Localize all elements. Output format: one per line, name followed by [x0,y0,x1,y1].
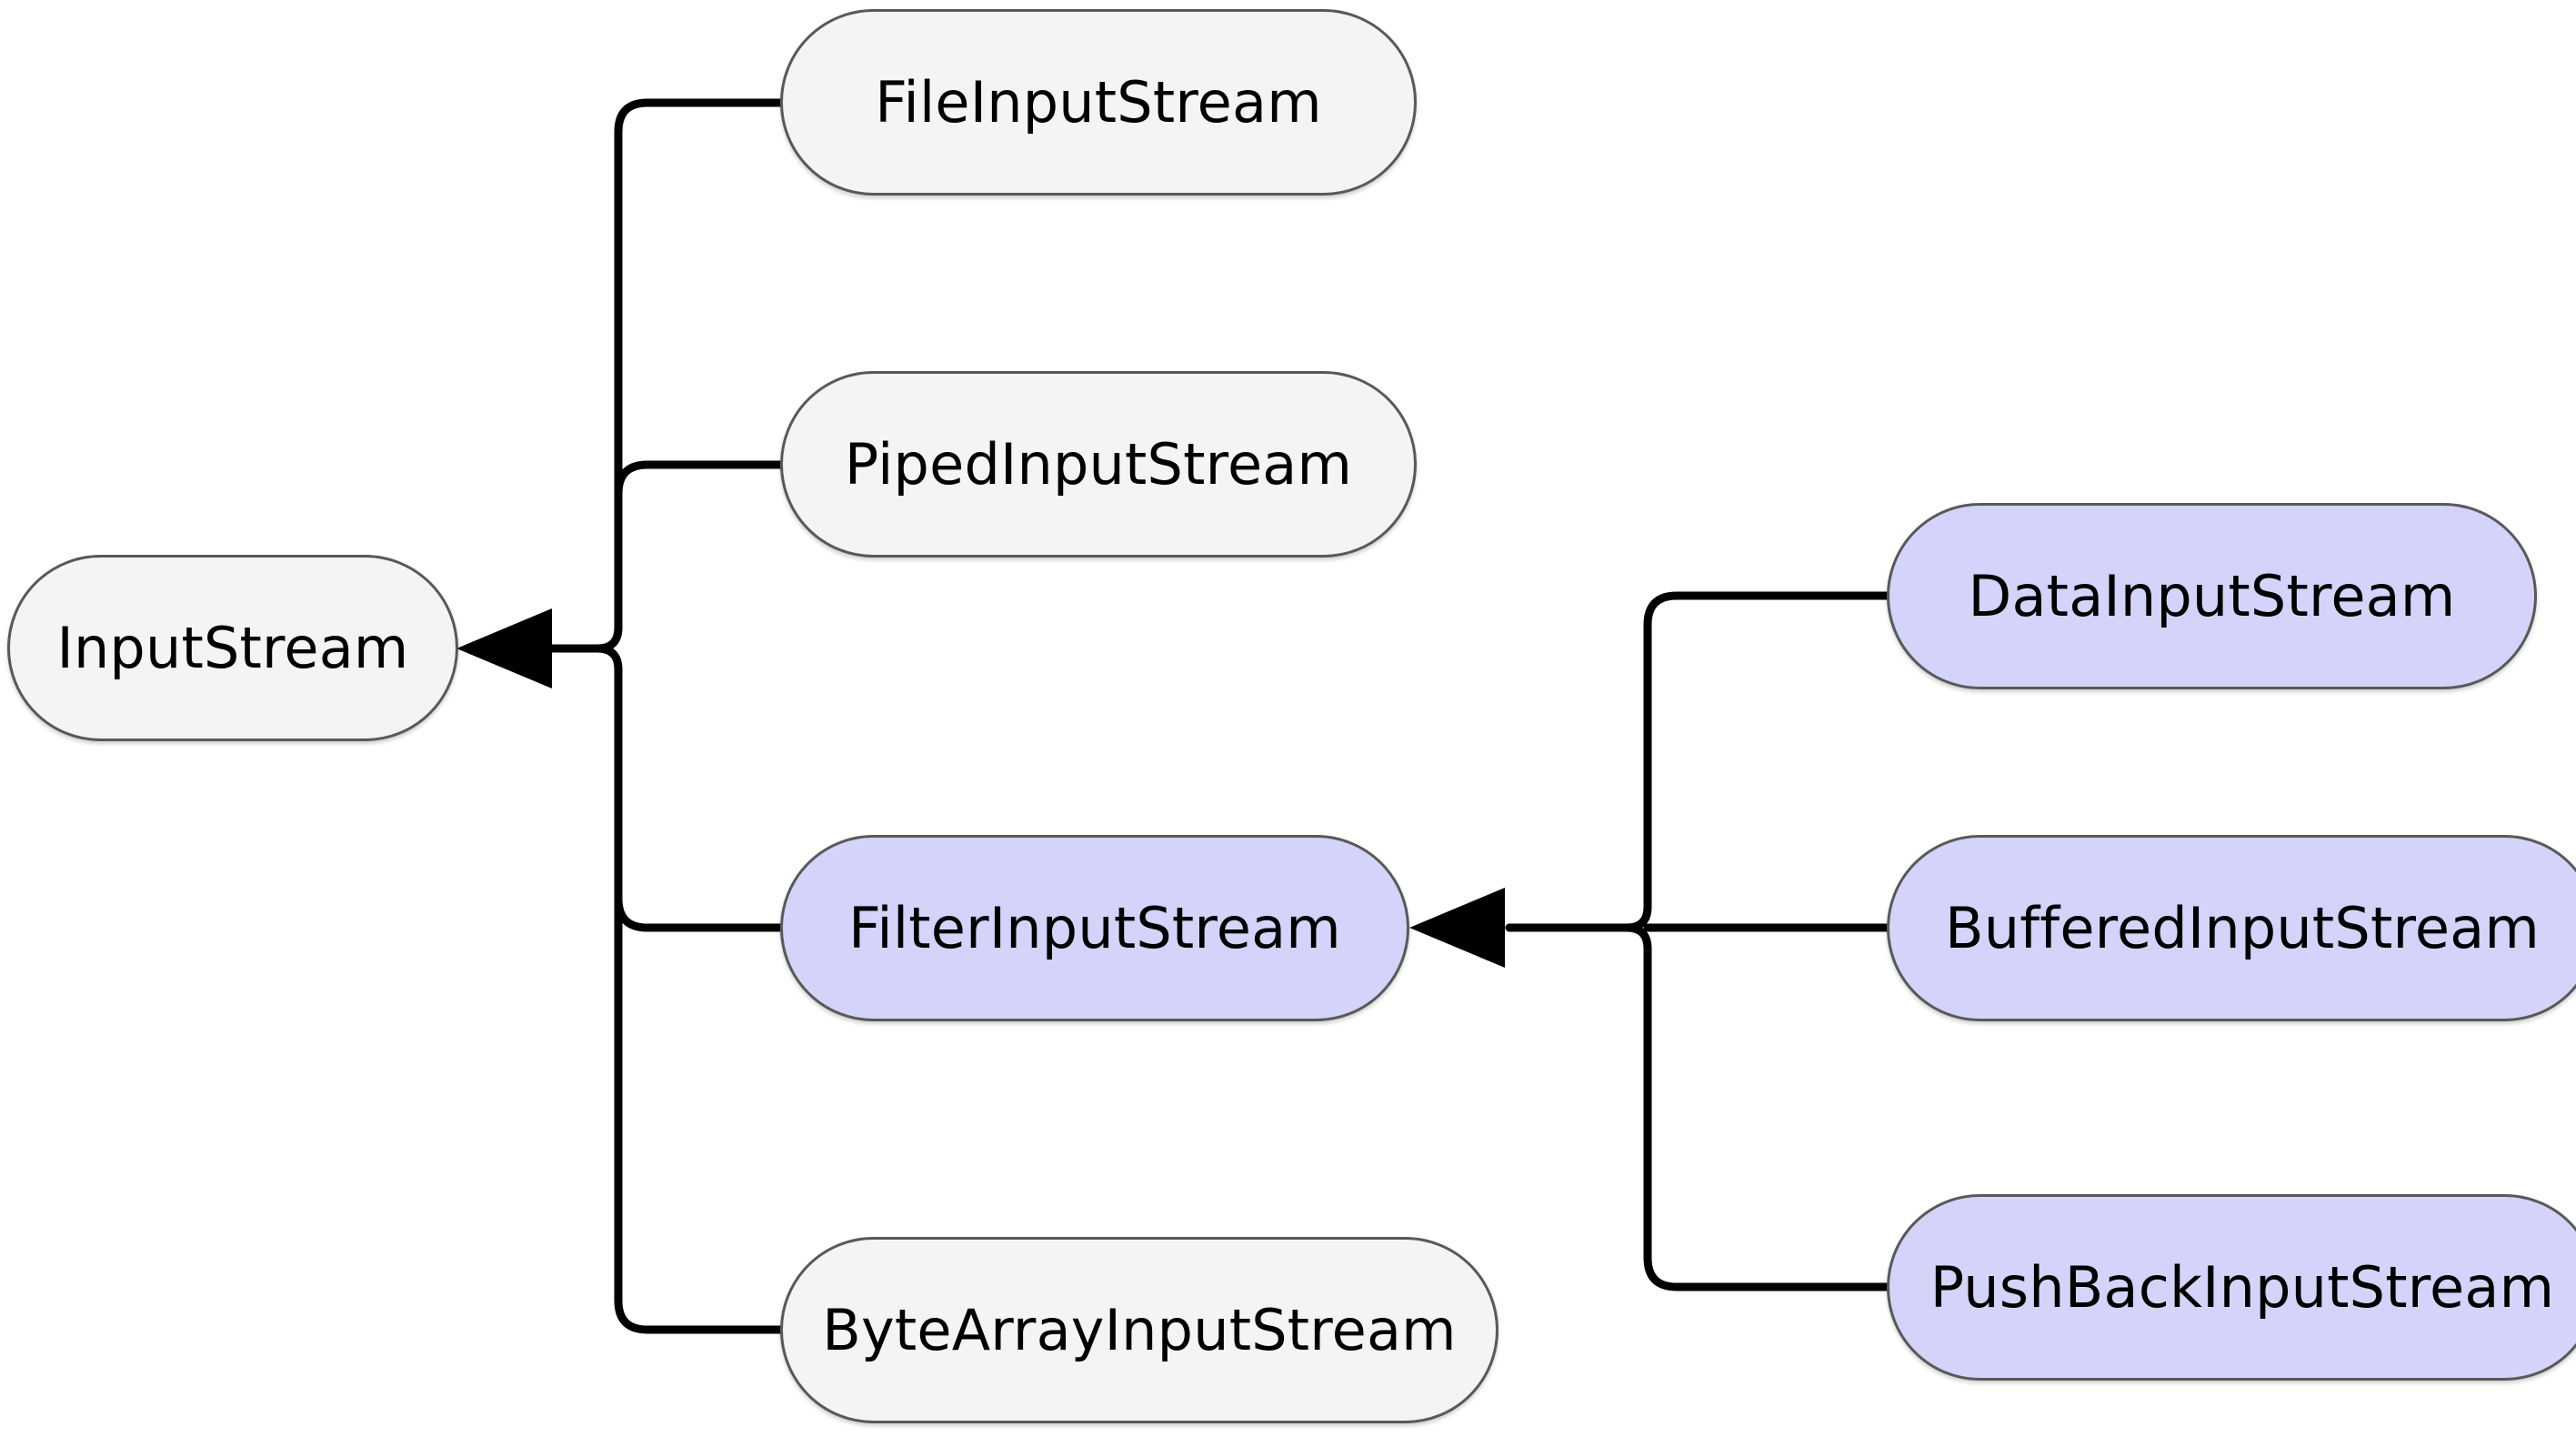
node-input-stream[interactable]: InputStream [7,555,458,741]
edge-bytearray-to-input [614,665,785,1334]
node-byte-array-input-stream[interactable]: ByteArrayInputStream [780,1237,1498,1423]
node-label-input-stream: InputStream [56,614,409,681]
node-label-buffered-input-stream: BufferedInputStream [1945,894,2540,961]
node-data-input-stream[interactable]: DataInputStream [1887,503,2537,689]
edge-right-trunk-lower-merge [1505,923,1652,953]
edge-pushback-to-filter [1643,944,1891,1291]
node-label-piped-input-stream: PipedInputStream [844,430,1353,497]
edge-piped-to-input [614,460,785,632]
node-label-pushback-input-stream: PushBackInputStream [1929,1253,2555,1321]
node-label-file-input-stream: FileInputStream [875,68,1322,136]
node-piped-input-stream[interactable]: PipedInputStream [780,371,1417,558]
node-file-input-stream[interactable]: FileInputStream [780,9,1417,196]
node-filter-input-stream[interactable]: FilterInputStream [780,835,1409,1021]
edge-left-trunk-lower-merge [486,644,623,674]
edge-data-to-filter [1643,591,1891,911]
arrowhead-into-filter-input-stream [1409,888,1505,968]
node-pushback-input-stream[interactable]: PushBackInputStream [1887,1194,2576,1381]
node-label-data-input-stream: DataInputStream [1968,562,2456,629]
edge-filter-to-input [614,665,785,932]
node-label-byte-array-input-stream: ByteArrayInputStream [822,1296,1457,1363]
edge-file-to-input [614,98,785,632]
node-buffered-input-stream[interactable]: BufferedInputStream [1887,835,2576,1021]
arrowhead-into-input-stream [456,608,552,688]
node-label-filter-input-stream: FilterInputStream [848,894,1341,961]
